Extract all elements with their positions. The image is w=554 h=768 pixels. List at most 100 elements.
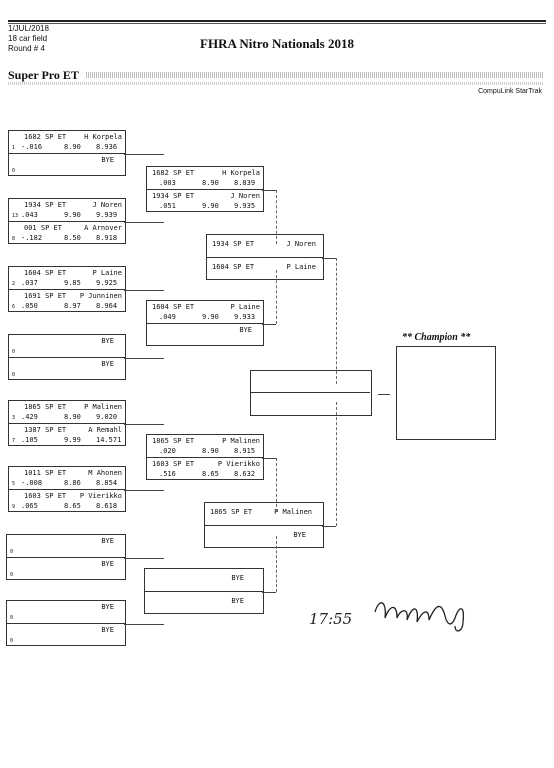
lane: 0 (12, 349, 16, 355)
car-number: 1387 SP ET (24, 426, 67, 434)
dial-in: 8.86 (64, 479, 81, 487)
reaction-time: -.182 (21, 234, 43, 242)
car-number: 1691 SP ET (24, 292, 67, 300)
r1m1-lane-b: BYE 0 (9, 153, 125, 175)
r1-match-4: BYE 0 BYE 0 (8, 334, 126, 380)
lane: 1 (12, 145, 16, 151)
event-name: Super Pro ET (8, 68, 79, 82)
bye-label: BYE (101, 537, 114, 545)
driver-name: P Laine (230, 303, 260, 311)
handwritten-signature: 17:55 (309, 602, 465, 632)
title-hatch (86, 72, 544, 78)
connector (262, 592, 276, 593)
dial-in: 8.50 (64, 234, 81, 242)
dial-in: 8.90 (64, 413, 81, 421)
dial-in: 8.90 (64, 143, 81, 151)
r1m4-lane-b: BYE 0 (9, 357, 125, 379)
lane: 0 (12, 372, 16, 378)
driver-name: H Korpela (84, 133, 122, 141)
lane: 9 (12, 504, 16, 510)
driver-name: P Malinen (274, 508, 312, 516)
bye-label: BYE (101, 603, 114, 611)
bye-label: BYE (101, 360, 114, 368)
car-number: 1603 SP ET (24, 492, 67, 500)
r2m4-lane-b: BYE (145, 591, 263, 613)
driver-name: P Laine (286, 263, 316, 271)
lane: 2 (12, 281, 16, 287)
reaction-time: .050 (21, 302, 38, 310)
final-match (250, 370, 372, 416)
elapsed-time: 8.915 (234, 447, 256, 455)
brand-label: CompuLink StarTrak (478, 88, 542, 95)
reaction-time: .105 (21, 436, 38, 444)
driver-name: A Arnover (84, 224, 122, 232)
r1m8-lane-a: BYE 0 (7, 601, 125, 623)
bye-label: BYE (231, 597, 244, 605)
reaction-time: -.008 (21, 479, 43, 487)
elapsed-time: 8.618 (96, 502, 118, 510)
lane: 5 (12, 481, 16, 487)
bye-label: BYE (101, 337, 114, 345)
r1-match-8: BYE 0 BYE 0 (6, 600, 126, 646)
r2m4-lane-a: BYE (145, 569, 263, 591)
lane: 6 (12, 304, 16, 310)
connector-dashed (336, 402, 337, 526)
top-rule (8, 20, 546, 22)
header-meta: 1/JUL/2018 18 car field Round # 4 (8, 24, 49, 54)
lane: 0 (10, 615, 14, 621)
elapsed-time: 9.935 (234, 202, 256, 210)
reaction-time: .516 (159, 470, 176, 478)
driver-name: M Ahonen (88, 469, 122, 477)
reaction-time: .049 (159, 313, 176, 321)
car-number: 1865 SP ET (24, 403, 67, 411)
bye-label: BYE (293, 531, 306, 539)
reaction-time: .037 (21, 279, 38, 287)
lane: 0 (12, 168, 16, 174)
dial-in: 9.90 (202, 313, 219, 321)
connector (124, 154, 164, 155)
field-size: 18 car field (8, 34, 48, 43)
elapsed-time: 8.918 (96, 234, 118, 242)
top-rule-thin (8, 23, 546, 24)
driver-name: P Malinen (84, 403, 122, 411)
champion-box (396, 346, 496, 440)
date: 1/JUL/2018 (8, 24, 49, 33)
dial-in: 8.90 (202, 179, 219, 187)
connector (262, 458, 276, 459)
elapsed-time: 8.964 (96, 302, 118, 310)
reaction-time: .429 (21, 413, 38, 421)
connector (124, 558, 164, 559)
car-number: 1011 SP ET (24, 469, 67, 477)
reaction-time: .003 (159, 179, 176, 187)
connector (124, 290, 164, 291)
car-number: 1603 SP ET (152, 460, 195, 468)
car-number: 1934 SP ET (24, 201, 67, 209)
lane: 0 (10, 549, 14, 555)
connector (124, 624, 164, 625)
car-number: 1604 SP ET (152, 303, 195, 311)
reaction-time: -.016 (21, 143, 43, 151)
round-number: Round # 4 (8, 44, 45, 53)
elapsed-time: 8.936 (96, 143, 118, 151)
bye-label: BYE (239, 326, 252, 334)
lane: 7 (12, 438, 16, 444)
reaction-time: .065 (21, 502, 38, 510)
elapsed-time: 8.632 (234, 470, 256, 478)
driver-name: H Korpela (222, 169, 260, 177)
driver-name: J Noren (92, 201, 122, 209)
lane: 8 (12, 236, 16, 242)
